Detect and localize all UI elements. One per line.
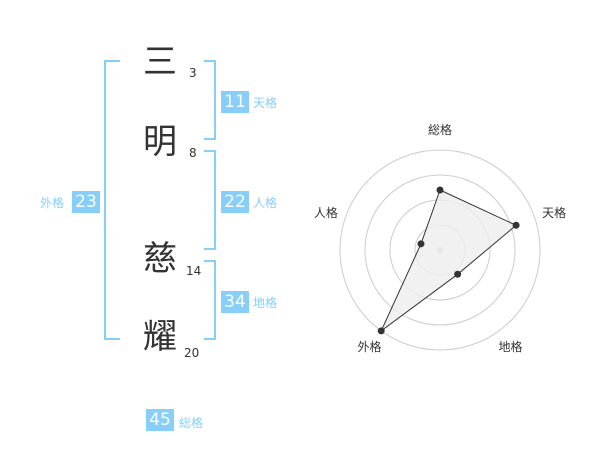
gaikaku-label: 外格 <box>40 196 65 210</box>
radar-axis-label-3: 地格 <box>499 339 523 354</box>
radar-ring-4 <box>339 149 541 351</box>
gaikaku-bracket <box>104 60 120 340</box>
radar-point-1 <box>436 186 444 194</box>
jinkaku-bracket <box>204 150 216 250</box>
radar-axis-label-2: 天格 <box>542 205 566 220</box>
radar-point-3 <box>454 270 462 278</box>
radar-axis-label-4: 外格 <box>357 339 381 354</box>
tenkaku-label: 天格 <box>253 96 278 110</box>
name-char-1: 三 <box>143 42 177 82</box>
soukaku-label: 総格 <box>179 416 204 430</box>
tenkaku-bracket <box>204 60 216 140</box>
tenkaku-value: 11 <box>221 91 249 113</box>
stroke-count-4: 20 <box>184 346 200 360</box>
name-char-3: 慈 <box>143 239 177 279</box>
gaikaku-value: 23 <box>72 191 100 213</box>
chikaku-value: 34 <box>221 291 249 313</box>
soukaku-value: 45 <box>146 409 174 431</box>
radar-axis-label-5: 人格 <box>314 205 338 220</box>
radar-point-4 <box>377 327 385 335</box>
jinkaku-value: 22 <box>221 191 249 213</box>
chikaku-bracket <box>204 260 216 340</box>
radar-ring-3 <box>364 174 516 326</box>
radar-point-5 <box>417 240 425 248</box>
jinkaku-label: 人格 <box>253 196 278 210</box>
stroke-count-3: 14 <box>186 264 202 278</box>
radar-point-2 <box>512 221 520 229</box>
stroke-count-1: 3 <box>189 66 197 80</box>
radar-axis-label-1: 総格 <box>428 122 452 137</box>
stroke-count-2: 8 <box>189 146 197 160</box>
name-char-4: 耀 <box>143 317 177 357</box>
radar-points <box>377 186 520 335</box>
name-char-2: 明 <box>143 122 177 162</box>
radar-area <box>380 189 518 332</box>
chikaku-label: 地格 <box>253 296 278 310</box>
